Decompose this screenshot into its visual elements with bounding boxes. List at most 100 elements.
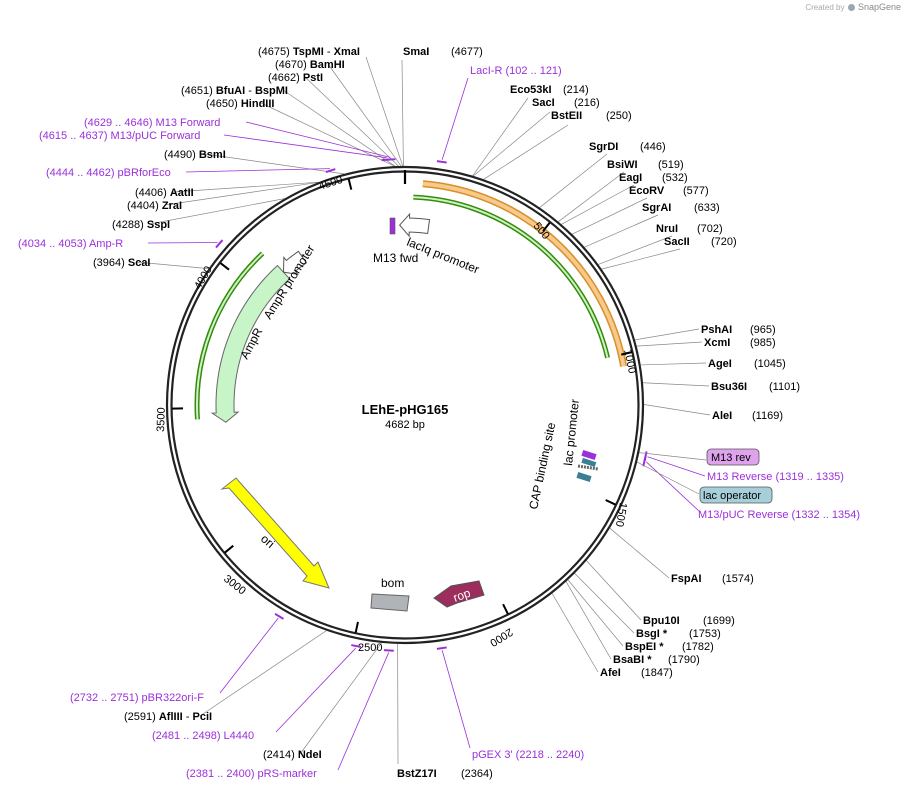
enzyme-position: (702) [697,223,723,235]
enzyme-position: (3964) [93,257,128,269]
tick-label: 1000 [621,348,638,374]
enzyme-leader-line [598,235,673,265]
tick-label: 3500 [155,407,168,432]
enzyme-leader-line [640,362,707,366]
enzyme-name-2: PciI [192,711,212,723]
m13-rev-box-label: M13 rev [711,452,751,464]
enzyme-leader-line [643,404,711,416]
rop-label: rop [451,586,472,605]
enzyme-site-label: BspEI *(1782) [625,641,714,653]
enzyme-name: AgeI [708,358,732,370]
enzyme-leader-line [149,198,285,225]
enzyme-name: FspAI [671,573,702,585]
primer-leader-line [647,456,706,477]
primer-site-label: (2481 .. 2498) L4440 [152,730,254,742]
primer-site-label: (2732 .. 2751) pBR322ori-F [70,692,204,704]
primer-leader-line [275,647,357,733]
primer-site-mark [351,644,362,649]
enzyme-site-label: SacII(720) [664,236,737,248]
enzyme-site-label: SmaI(4677) [403,46,483,58]
enzyme-position: (1045) [754,358,786,370]
m13-rev-leader-line [639,452,707,461]
primer-site-mark [436,160,447,164]
enzyme-position: (4675) [258,46,293,58]
enzyme-position: (4404) [127,200,162,212]
primer-site-mark [381,158,392,162]
enzyme-name-2: BspMI [255,85,288,97]
enzyme-name: Bpu10I [643,615,680,627]
enzyme-position: (216) [574,97,600,109]
enzyme-site-label: BstZ17I(2364) [397,768,493,780]
primer-leader-line [147,242,218,244]
enzyme-name: SmaI [403,46,429,58]
m13-rev-box: M13 rev [706,448,760,466]
enzyme-position: (4662) [268,72,303,84]
enzyme-position: (965) [750,324,776,336]
enzyme-name: SacI [532,97,555,109]
enzyme-leader-line [574,573,635,634]
tick-mark [502,603,509,615]
enzyme-leader-line [299,642,382,755]
enzyme-name: AleI [712,410,732,422]
tick-mark [347,178,353,190]
primer-site-label: LacI-R (102 .. 121) [470,65,562,77]
enzyme-name: EagI [619,172,642,184]
enzyme-position: (985) [750,337,776,349]
enzyme-name: BsmI [199,149,226,161]
enzyme-site-label: AgeI (1045) [708,358,786,370]
enzyme-site-label: (4288) SspI [112,219,170,231]
enzyme-position: (4288) [112,219,147,231]
enzyme-leader-line [584,214,659,248]
enzyme-name: HindIII [241,98,275,110]
primer-leader-line [441,77,469,160]
enzyme-name: ZraI [162,200,182,212]
primer-leader-line [185,168,330,173]
primer-site-label: (2381 .. 2400) pRS-marker [186,768,317,780]
enzyme-leader-line [609,527,670,579]
enzyme-position: (446) [640,141,666,153]
laciq-arc [413,196,609,359]
enzyme-leader-line [601,248,681,270]
plasmid-name: LEhE-pHG165 [362,402,449,417]
enzyme-position: (1790) [668,654,700,666]
enzyme-site-label: Eco53kI(214) [510,84,589,96]
cap-teal-mark [581,457,597,468]
enzyme-separator: - [245,85,255,97]
enzyme-site-label: BsgI *(1753) [636,628,721,640]
tick-mark [224,544,234,554]
enzyme-leader-line [199,630,327,717]
enzyme-leader-line [327,63,402,167]
primer-site-mark [436,646,447,650]
enzyme-site-label: (4670) BamHI [275,59,345,71]
enzyme-site-label: FspAI(1574) [671,573,754,585]
enzyme-position: (1699) [703,615,735,627]
credit-brand: SnapGene [857,2,901,12]
primer-site-label: pGEX 3' (2218 .. 2240) [472,749,584,761]
enzyme-leader-line [561,184,635,225]
site-labels: (4675) TspMI - XmaI SmaI(4677) (4670) BamH… [18,46,860,780]
enzyme-site-label: EcoRV(577) [629,185,709,197]
enzyme-leader-line [164,182,318,206]
lac-operator-leader-line [636,461,700,495]
enzyme-position: (250) [606,110,632,122]
tick-label: 2000 [488,625,515,648]
enzyme-name: SspI [147,219,170,231]
enzyme-site-label: (4490) BsmI [164,149,226,161]
enzyme-position: (2591) [124,711,159,723]
enzyme-site-label: (4675) TspMI - XmaI [258,46,360,58]
primer-site-mark [642,456,647,467]
enzyme-position: (1101) [769,381,800,393]
enzyme-name: AfeI [600,667,621,679]
enzyme-name: BstZ17I [397,768,437,780]
backbone-outer-circle [165,165,645,645]
enzyme-leader-line [565,581,612,660]
lac-operator-box: lac operator [699,486,773,504]
enzyme-leader-line [571,197,648,235]
laci-arc [422,181,626,367]
enzyme-leader-line [551,593,599,673]
enzyme-site-label: BsiWI(519) [607,159,684,171]
enzyme-site-label: (4662) PstI [268,72,323,84]
enzyme-name: ScaI [128,257,151,269]
enzyme-site-label: BsaBI *(1790) [613,654,700,666]
primer-site-label: M13 Reverse (1319 .. 1335) [707,471,844,483]
